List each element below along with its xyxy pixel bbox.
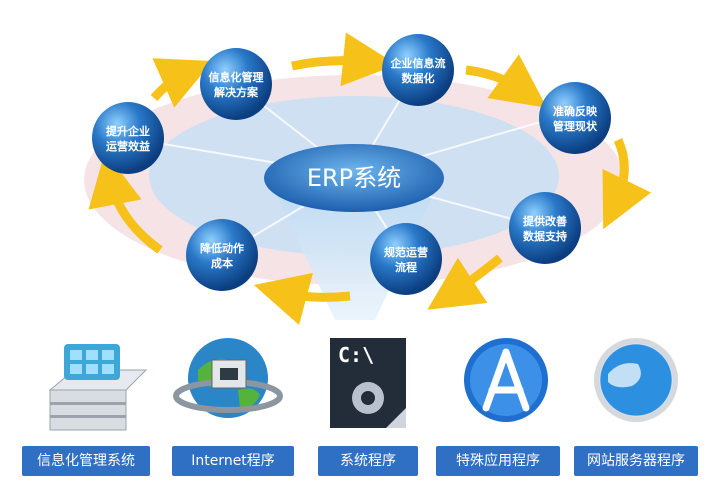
label-system-program[interactable]: 系统程序 xyxy=(318,446,418,476)
node-improve-data: 提供改善 数据支持 xyxy=(509,192,581,264)
label-web-server[interactable]: 网站服务器程序 xyxy=(574,446,698,476)
svg-text:提升企业: 提升企业 xyxy=(106,124,150,138)
labels-row: 信息化管理系统 Internet程序 系统程序 特殊应用程序 网站服务器程序 xyxy=(0,446,708,480)
command-prompt-gear-icon: C:\ xyxy=(308,330,428,440)
svg-text:信息化管理: 信息化管理 xyxy=(209,70,264,84)
svg-text:准确反映: 准确反映 xyxy=(553,104,598,118)
svg-text:降低动作: 降低动作 xyxy=(200,241,244,255)
svg-text:成本: 成本 xyxy=(211,256,233,270)
svg-text:运营效益: 运营效益 xyxy=(106,139,150,153)
label-info-system[interactable]: 信息化管理系统 xyxy=(22,446,150,476)
label-internet-program[interactable]: Internet程序 xyxy=(172,446,294,476)
node-standard-process: 规范运营 流程 xyxy=(370,223,442,295)
node-reduce-cost: 降低动作 成本 xyxy=(186,219,258,291)
safari-globe-icon xyxy=(576,330,696,440)
node-data-flow: 企业信息流 数据化 xyxy=(382,34,454,106)
erp-cycle-diagram: ERP系统 信息化管理 解决方案 企业信息流 数据化 准确反映 管理现状 提供改… xyxy=(84,32,652,326)
server-icon xyxy=(28,330,148,440)
svg-text:数据化: 数据化 xyxy=(402,71,435,85)
node-info-management: 信息化管理 解决方案 xyxy=(200,48,272,120)
icons-row: C:\ xyxy=(0,330,708,440)
funnel-cone xyxy=(270,180,440,320)
center-label: ERP系统 xyxy=(307,164,401,192)
cycle-arrows xyxy=(88,32,652,326)
svg-text:数据支持: 数据支持 xyxy=(523,229,567,243)
label-special-app[interactable]: 特殊应用程序 xyxy=(436,446,560,476)
globe-network-icon xyxy=(168,330,288,440)
svg-text:企业信息流: 企业信息流 xyxy=(390,56,446,70)
app-store-icon xyxy=(446,330,566,440)
node-improve-efficiency: 提升企业 运营效益 xyxy=(92,102,164,174)
svg-text:解决方案: 解决方案 xyxy=(214,85,259,99)
svg-text:规范运营: 规范运营 xyxy=(384,245,428,259)
svg-text:流程: 流程 xyxy=(395,260,417,274)
svg-text:管理现状: 管理现状 xyxy=(553,119,598,133)
svg-text:提供改善: 提供改善 xyxy=(523,214,567,228)
node-reflect-status: 准确反映 管理现状 xyxy=(539,82,611,154)
center-disc xyxy=(264,144,444,212)
svg-text:C:\: C:\ xyxy=(338,343,374,367)
